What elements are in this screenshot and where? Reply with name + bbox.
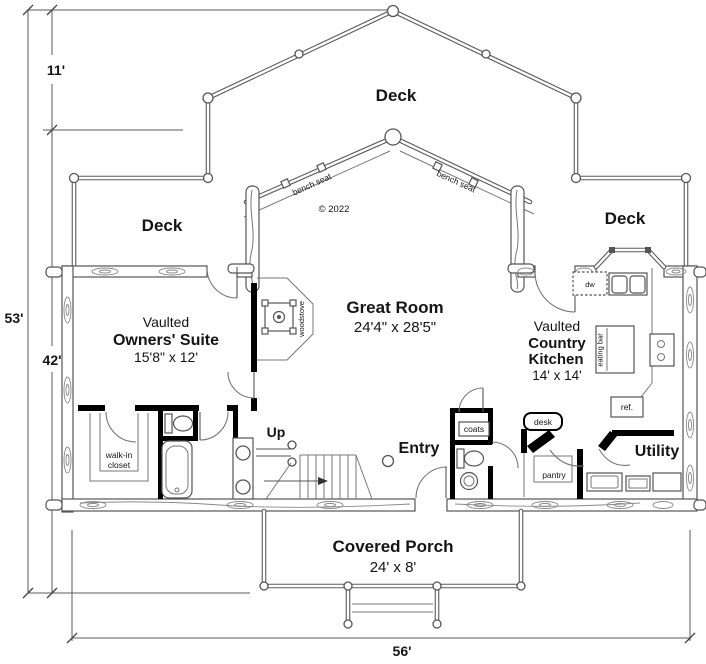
walk-in-closet-label-2: closet	[108, 460, 131, 470]
owners-suite-name: Owners' Suite	[113, 332, 219, 349]
dimension-ticks	[22, 4, 696, 644]
door-arcs	[105, 267, 631, 499]
kitchen: dw ref. eating bar Vaulted Country Kitch…	[528, 268, 675, 418]
dim-left-top: 11'	[47, 62, 65, 78]
bathtub	[161, 440, 193, 499]
kitchen-dims: 14' x 14'	[532, 368, 581, 383]
copyright-label: © 2022	[319, 204, 350, 215]
great-room-dims: 24'4" x 28'5"	[354, 319, 436, 336]
pantry-label: pantry	[542, 470, 566, 480]
kitchen-qualifier: Vaulted	[534, 318, 580, 334]
walk-in-closet-label-1: walk-in	[105, 450, 133, 460]
utility-label: Utility	[635, 443, 680, 460]
deck-left-label: Deck	[142, 216, 183, 235]
ref-label: ref.	[621, 402, 633, 412]
coats-door	[458, 387, 484, 413]
great-room-name: Great Room	[346, 298, 443, 317]
covered-porch-name: Covered Porch	[333, 537, 454, 556]
covered-porch-dims: 24' x 8'	[370, 559, 417, 576]
walk-in-closet: walk-in closet	[89, 413, 149, 482]
kitchen-name-1: Country	[528, 335, 586, 352]
kitchen-name-2: Kitchen	[528, 351, 583, 368]
eating-bar: eating bar	[595, 325, 635, 374]
up-label: Up	[267, 424, 286, 440]
deck-top-label: Deck	[376, 86, 417, 105]
log-grain	[63, 267, 694, 509]
master-bath	[161, 413, 194, 499]
half-bath-sink	[459, 471, 479, 491]
stove	[649, 333, 675, 367]
pantry-door	[549, 449, 585, 467]
prow-bench-seat: bench seat bench seat © 2022	[243, 128, 535, 293]
interior-walls	[78, 283, 674, 499]
half-bath-toilet	[456, 448, 485, 469]
owners-suite-dims: 15'8" x 12'	[134, 349, 198, 365]
kitchen-sink	[608, 272, 648, 296]
toilet	[164, 413, 194, 434]
closet-door	[105, 411, 137, 443]
woodstove	[261, 299, 297, 335]
entry-area: Entry	[381, 440, 440, 468]
woodstove-alcove: woodstove	[257, 277, 314, 361]
covered-porch: Covered Porch 24' x 8'	[259, 508, 526, 629]
dim-bottom-width: 56'	[393, 643, 412, 659]
dw-label: dw	[585, 280, 595, 289]
dim-left-lower: 42'	[43, 352, 62, 368]
coats-label: coats	[464, 424, 484, 434]
desk-label: desk	[534, 417, 553, 427]
bedroom-hall-door	[227, 371, 255, 399]
stairs: Up	[256, 424, 373, 500]
eating-bar-label: eating bar	[596, 333, 605, 367]
half-bath-door	[491, 441, 519, 469]
owners-suite-qualifier: Vaulted	[143, 314, 189, 330]
entry-log-column	[381, 454, 395, 468]
dishwasher: dw	[572, 271, 608, 296]
front-door	[415, 466, 448, 499]
utility-door	[598, 448, 631, 466]
coats-half-bath: coats	[456, 421, 490, 491]
dimension-lines: 53' 11' 42' 56'	[5, 4, 696, 659]
refrigerator: ref.	[610, 396, 644, 418]
top-deck-railing	[68, 4, 692, 269]
utility-room: Utility	[586, 443, 682, 492]
dim-left-total: 53'	[5, 310, 24, 326]
log-column-wall	[232, 437, 254, 500]
woodstove-label: woodstove	[297, 301, 306, 338]
deck-right-label: Deck	[605, 209, 646, 228]
kitchen-deck-door	[534, 271, 576, 313]
entry-label: Entry	[399, 440, 440, 457]
bay-window	[593, 247, 667, 270]
desk-pantry: desk pantry	[523, 412, 573, 497]
exterior-walls	[45, 263, 706, 513]
bath-door	[199, 411, 229, 441]
room-labels: Deck Deck Deck Great Room 24'4" x 28'5" …	[113, 86, 646, 365]
bedroom-deck-door	[206, 267, 238, 299]
